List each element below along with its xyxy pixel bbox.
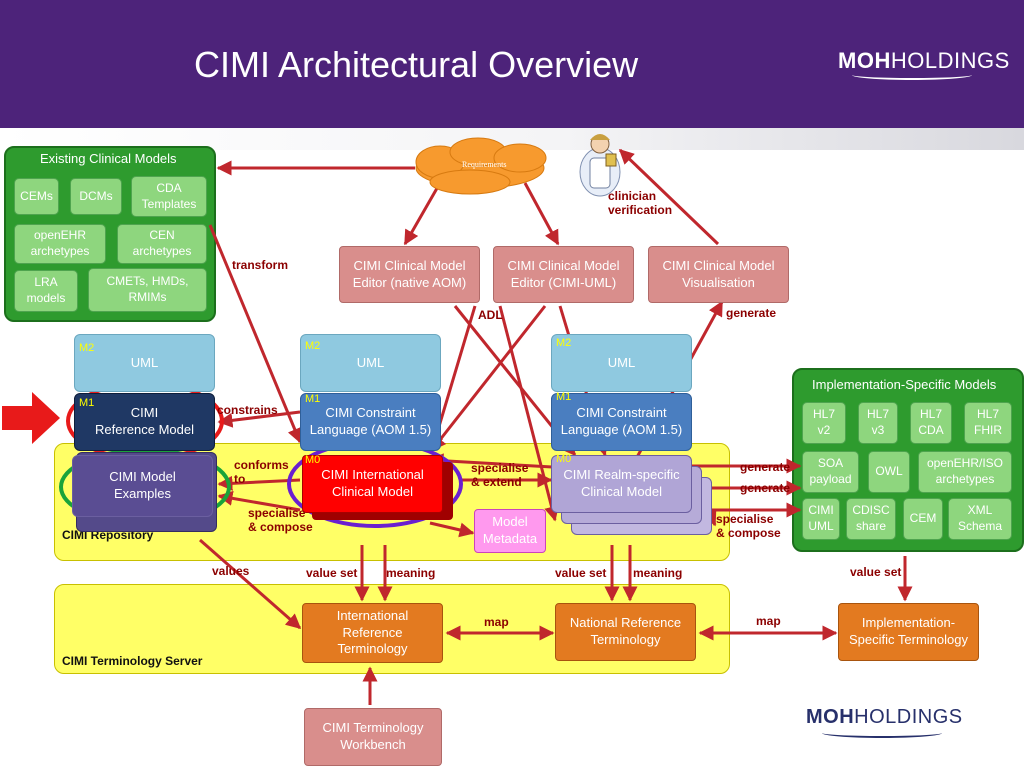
label-constrains: constrains [217, 403, 278, 417]
implementation-terminology: Implementation- Specific Terminology [838, 603, 979, 661]
impl-owl: OWL [868, 451, 910, 493]
m1-label-center: M1 [305, 393, 321, 405]
logo-light-text: HOLDINGS [890, 48, 1010, 73]
m2-label-left: M2 [79, 342, 95, 354]
m0-label-right: M0 [556, 453, 572, 465]
m2-label-right: M2 [556, 337, 572, 349]
label-specialise-compose-right: specialise & compose [716, 512, 781, 540]
terminology-server-title: CIMI Terminology Server [62, 654, 203, 668]
impl-openehr-iso: openEHR/ISO archetypes [918, 451, 1012, 493]
label-transform: transform [232, 258, 289, 272]
uml-box-left: UML [74, 334, 215, 392]
m2-label-center: M2 [305, 340, 321, 352]
model-visualisation: CIMI Clinical Model Visualisation [648, 246, 789, 303]
existing-model-dcms: DCMs [70, 178, 122, 215]
reference-model-box: CIMI Reference Model [74, 393, 215, 451]
constraint-language-right: CIMI Constraint Language (AOM 1.5) [551, 393, 692, 451]
label-clinician-verification: clinician verification [608, 189, 673, 217]
cloud-label: Requirements [462, 160, 507, 169]
intl-clinical-model-box: CIMI International Clinical Model [302, 455, 443, 513]
existing-model-cda-templates: CDA Templates [131, 176, 207, 217]
m1-label-left: M1 [79, 397, 95, 409]
existing-model-lra: LRA models [14, 270, 78, 312]
impl-hl7-v2: HL7 v2 [802, 402, 846, 444]
clinician-person-icon [579, 134, 621, 197]
label-values: values [212, 564, 250, 578]
requirements-cloud-icon [415, 137, 547, 195]
impl-soa-payload: SOA payload [802, 451, 859, 493]
terminology-workbench: CIMI Terminology Workbench [304, 708, 442, 766]
label-map-2: map [756, 614, 781, 628]
constraint-language-center: CIMI Constraint Language (AOM 1.5) [300, 393, 441, 451]
label-value-set-1: value set [306, 566, 358, 580]
label-value-set-2: value set [555, 566, 607, 580]
header-band [0, 0, 1024, 128]
editor-cimi-uml: CIMI Clinical Model Editor (CIMI-UML) [493, 246, 634, 303]
label-meaning-2: meaning [633, 566, 683, 580]
logo-bottom-swoosh-icon [822, 728, 942, 738]
label-specialise-extend: specialise & extend [471, 461, 529, 489]
editor-native-aom: CIMI Clinical Model Editor (native AOM) [339, 246, 480, 303]
label-generate-top: generate [726, 306, 777, 320]
impl-cem: CEM [903, 498, 943, 540]
logo-bottom-light-text: HOLDINGS [854, 706, 963, 728]
big-red-arrow-icon [2, 392, 60, 444]
impl-hl7-fhir: HL7 FHIR [964, 402, 1012, 444]
label-value-set-3: value set [850, 565, 902, 579]
label-generate-2: generate [740, 481, 791, 495]
label-adl: ADL [478, 308, 503, 322]
realm-clinical-model-box: CIMI Realm-specific Clinical Model [551, 455, 692, 513]
model-metadata-box: Model Metadata [474, 509, 546, 553]
impl-hl7-v3: HL7 v3 [858, 402, 898, 444]
logo-bottom-bold-text: MOH [806, 706, 855, 728]
m0-label-center: M0 [305, 454, 321, 466]
slide-title: CIMI Architectural Overview [194, 44, 639, 85]
impl-xml-schema: XML Schema [948, 498, 1012, 540]
impl-cdisc-share: CDISC share [846, 498, 896, 540]
national-reference-terminology: National Reference Terminology [555, 603, 696, 661]
existing-model-openehr: openEHR archetypes [14, 224, 106, 264]
label-map-1: map [484, 615, 509, 629]
header-underline-band [0, 128, 1024, 150]
label-meaning-1: meaning [386, 566, 436, 580]
existing-models-title: Existing Clinical Models [40, 151, 177, 166]
moh-logo-top: MOHHOLDINGS [838, 48, 1010, 74]
intl-reference-terminology: International Reference Terminology [302, 603, 443, 663]
impl-hl7-cda: HL7 CDA [910, 402, 952, 444]
uml-box-right: UML [551, 334, 692, 392]
uml-box-center: UML [300, 334, 441, 392]
label-specialise-compose-left: specialise & compose [248, 506, 313, 534]
m1-label-right: M1 [556, 391, 572, 403]
impl-cimi-uml: CIMI UML [802, 498, 840, 540]
existing-model-cems: CEMs [14, 178, 59, 215]
label-conforms-to: conforms to [234, 458, 289, 486]
label-generate-1: generate [740, 460, 791, 474]
logo-swoosh-icon [852, 70, 972, 80]
impl-models-title: Implementation-Specific Models [812, 377, 997, 392]
existing-model-cmets: CMETs, HMDs, RMIMs [88, 268, 207, 312]
moh-logo-bottom: MOHHOLDINGS [806, 706, 963, 729]
model-examples-box: CIMI Model Examples [72, 455, 213, 517]
existing-model-cen: CEN archetypes [117, 224, 207, 264]
logo-bold-text: MOH [838, 48, 891, 73]
